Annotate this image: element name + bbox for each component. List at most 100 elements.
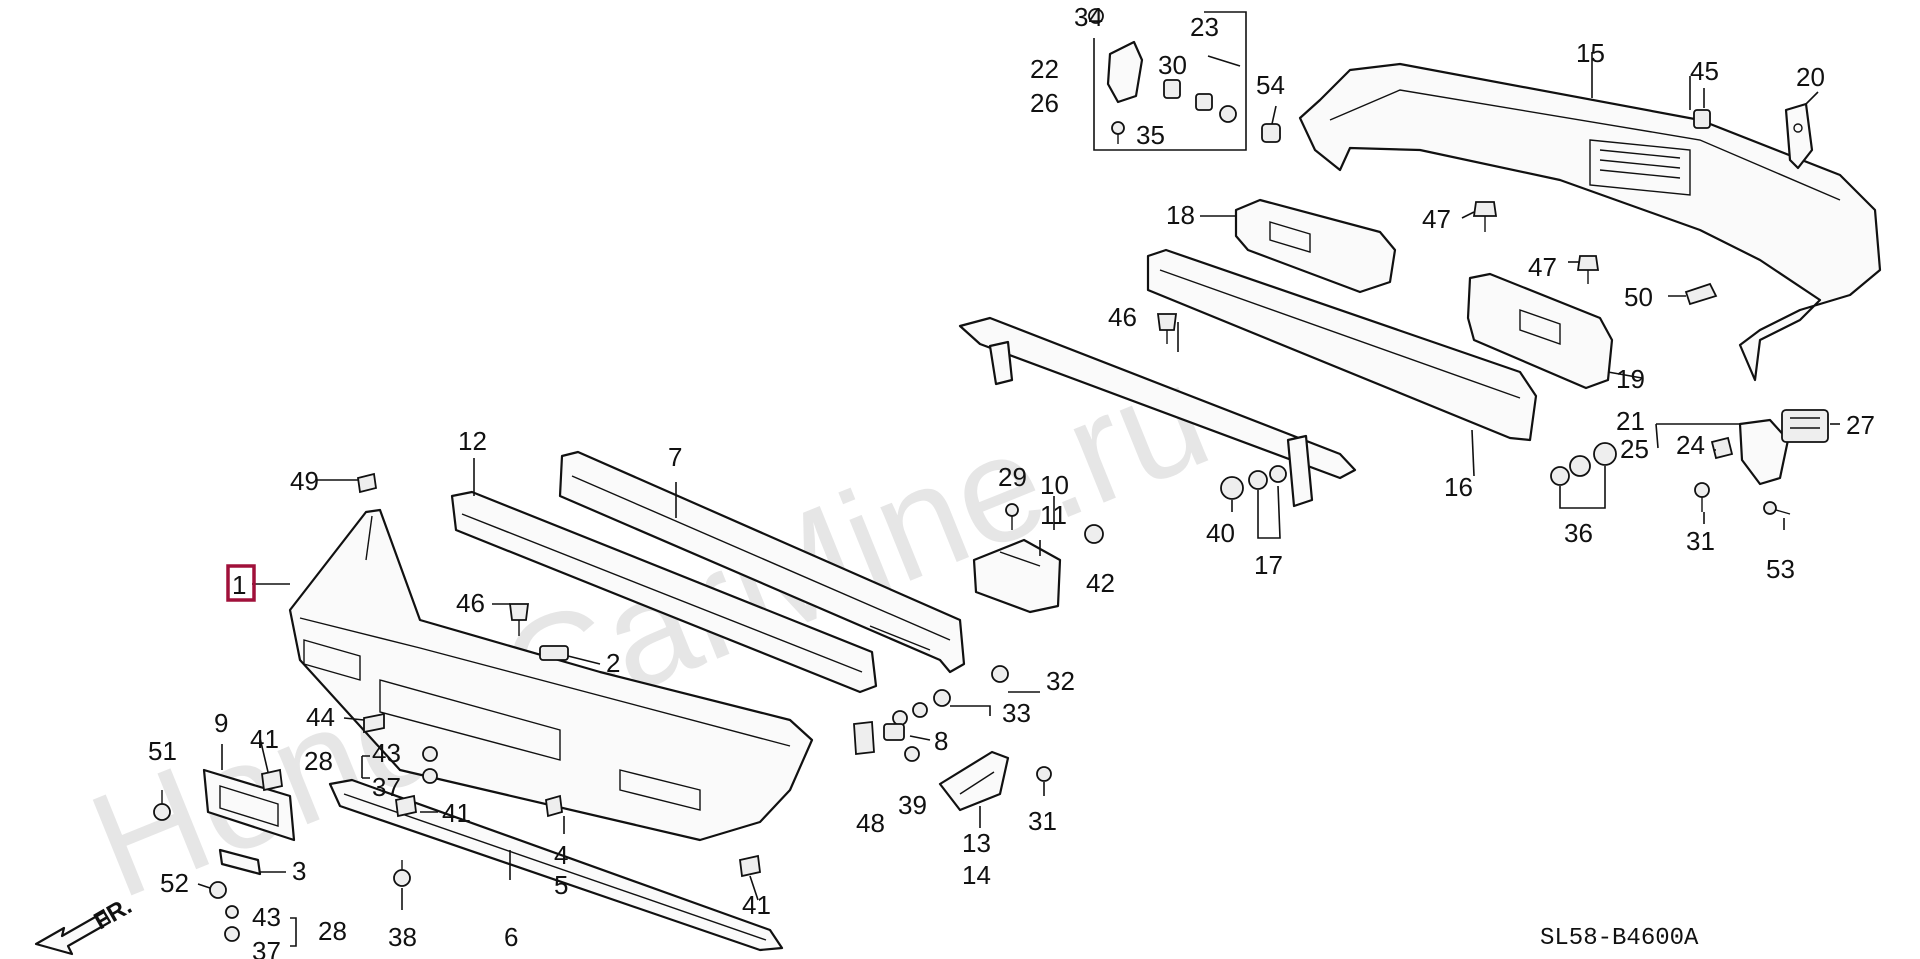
rear-nut-36b[interactable] xyxy=(1569,455,1591,477)
front-clip-44[interactable] xyxy=(363,712,385,734)
label-18[interactable]: 18 xyxy=(1166,200,1195,230)
rear-side-bracket[interactable] xyxy=(1784,102,1814,170)
front-bolt-51[interactable] xyxy=(153,790,171,821)
front-clip-41b[interactable] xyxy=(395,794,417,818)
label-28b[interactable]: 28 xyxy=(318,916,347,946)
upper-bracket-22-26[interactable] xyxy=(1106,40,1144,104)
front-fastener-43-37a[interactable] xyxy=(422,746,438,784)
rear-bolt-47a[interactable] xyxy=(1472,201,1498,232)
rear-bumper-face[interactable] xyxy=(1298,62,1882,382)
label-43a[interactable]: 43 xyxy=(372,738,401,768)
front-bolt-32[interactable] xyxy=(991,665,1009,683)
label-28a[interactable]: 28 xyxy=(304,746,333,776)
front-washer-33c[interactable] xyxy=(933,689,951,707)
rear-clip-45[interactable] xyxy=(1693,109,1711,129)
label-44[interactable]: 44 xyxy=(306,702,335,732)
front-screw-29[interactable] xyxy=(1005,503,1019,530)
label-12[interactable]: 12 xyxy=(458,426,487,456)
screw-35[interactable] xyxy=(1111,121,1125,144)
nut-23b[interactable] xyxy=(1219,105,1237,123)
front-clip-8[interactable] xyxy=(883,723,905,741)
front-washer-33b[interactable] xyxy=(912,702,928,718)
license-plate-base[interactable] xyxy=(202,768,296,842)
rear-clip-24[interactable] xyxy=(1710,436,1734,460)
label-41b[interactable]: 41 xyxy=(442,798,471,828)
label-23[interactable]: 23 xyxy=(1190,12,1219,42)
rear-spacer-lower[interactable] xyxy=(1466,272,1614,390)
label-53[interactable]: 53 xyxy=(1766,554,1795,584)
label-49[interactable]: 49 xyxy=(290,466,319,496)
rear-clip-50[interactable] xyxy=(1684,282,1718,306)
rear-screw-31[interactable] xyxy=(1694,482,1710,512)
front-nut-42[interactable] xyxy=(1084,524,1104,544)
label-26[interactable]: 26 xyxy=(1030,88,1059,118)
label-35[interactable]: 35 xyxy=(1136,120,1165,150)
label-33[interactable]: 33 xyxy=(1002,698,1031,728)
front-bumper-face[interactable] xyxy=(288,508,814,842)
label-15[interactable]: 15 xyxy=(1576,38,1605,68)
front-clip-4-5[interactable] xyxy=(545,794,563,818)
rear-connector-27[interactable] xyxy=(1781,409,1829,443)
label-4[interactable]: 4 xyxy=(554,840,568,870)
label-21[interactable]: 21 xyxy=(1616,406,1645,436)
label-2[interactable]: 2 xyxy=(606,648,620,678)
front-nut-39[interactable] xyxy=(904,746,920,762)
rear-spacer-upper[interactable] xyxy=(1234,198,1397,294)
label-51[interactable]: 51 xyxy=(148,736,177,766)
rear-bracket-21-25[interactable] xyxy=(1738,418,1790,486)
front-washer-33a[interactable] xyxy=(892,710,908,726)
label-32[interactable]: 32 xyxy=(1046,666,1075,696)
rear-reinforcement[interactable] xyxy=(958,316,1357,508)
front-clip-2[interactable] xyxy=(539,645,569,661)
label-48[interactable]: 48 xyxy=(856,808,885,838)
front-clip-49[interactable] xyxy=(356,472,378,494)
label-27[interactable]: 27 xyxy=(1846,410,1875,440)
label-10[interactable]: 10 xyxy=(1040,470,1069,500)
label-38[interactable]: 38 xyxy=(388,922,417,952)
label-41c[interactable]: 41 xyxy=(742,890,771,920)
label-22[interactable]: 22 xyxy=(1030,54,1059,84)
front-clip-41a[interactable] xyxy=(261,768,283,792)
front-screw-31[interactable] xyxy=(1036,766,1052,782)
label-25[interactable]: 25 xyxy=(1620,434,1649,464)
label-20[interactable]: 20 xyxy=(1796,62,1825,92)
front-clip-41c[interactable] xyxy=(739,854,761,878)
label-5[interactable]: 5 xyxy=(554,870,568,900)
label-16[interactable]: 16 xyxy=(1444,472,1473,502)
label-42[interactable]: 42 xyxy=(1086,568,1115,598)
label-19[interactable]: 19 xyxy=(1616,364,1645,394)
label-46a[interactable]: 46 xyxy=(456,588,485,618)
label-30[interactable]: 30 xyxy=(1158,50,1187,80)
front-bumper-absorber[interactable] xyxy=(450,490,878,694)
label-31a[interactable]: 31 xyxy=(1028,806,1057,836)
label-37a[interactable]: 37 xyxy=(372,772,401,802)
label-41a[interactable]: 41 xyxy=(250,724,279,754)
front-clip-46[interactable] xyxy=(508,603,530,636)
label-34[interactable]: 34 xyxy=(1074,2,1103,32)
rear-washer-17a[interactable] xyxy=(1248,470,1268,490)
label-7[interactable]: 7 xyxy=(668,442,682,472)
label-3[interactable]: 3 xyxy=(292,856,306,886)
front-bumper-beam[interactable] xyxy=(558,450,966,674)
label-1[interactable]: 1 xyxy=(232,570,246,600)
label-46b[interactable]: 46 xyxy=(1108,302,1137,332)
label-45[interactable]: 45 xyxy=(1690,56,1719,86)
rear-bumper-beam[interactable] xyxy=(1146,248,1538,442)
label-47a[interactable]: 47 xyxy=(1422,204,1451,234)
label-6[interactable]: 6 xyxy=(504,922,518,952)
license-bracket-3[interactable] xyxy=(218,848,262,876)
label-39[interactable]: 39 xyxy=(898,790,927,820)
front-part-48[interactable] xyxy=(853,721,875,755)
nut-23a[interactable] xyxy=(1195,93,1213,111)
label-54[interactable]: 54 xyxy=(1256,70,1285,100)
label-9[interactable]: 9 xyxy=(214,708,228,738)
bolt-34[interactable] xyxy=(1088,8,1104,24)
label-52[interactable]: 52 xyxy=(160,868,189,898)
front-lower-spoiler[interactable] xyxy=(328,778,784,952)
label-24[interactable]: 24 xyxy=(1676,430,1705,460)
label-11[interactable]: 11 xyxy=(1040,500,1067,530)
clip-30[interactable] xyxy=(1163,79,1181,99)
label-31b[interactable]: 31 xyxy=(1686,526,1715,556)
label-43b[interactable]: 43 xyxy=(252,902,281,932)
rear-nut-36c[interactable] xyxy=(1593,442,1617,466)
